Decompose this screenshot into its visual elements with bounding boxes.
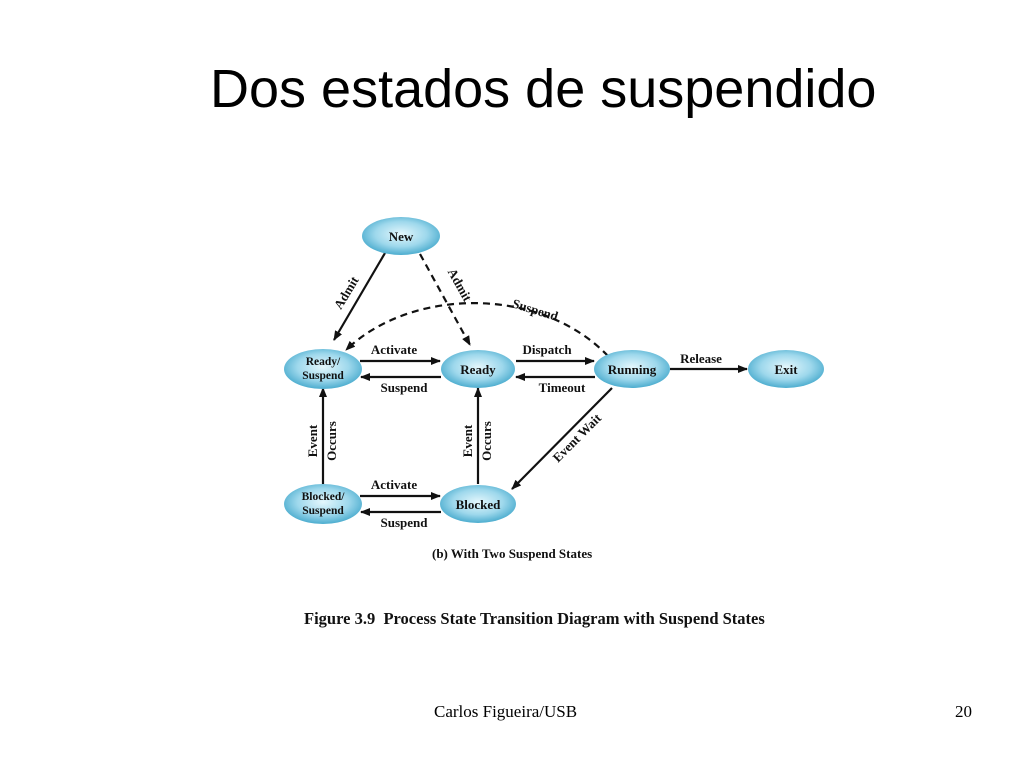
diagram-subcaption: (b) With Two Suspend States [432,546,592,561]
state-blocked: Blocked [440,485,516,523]
state-blocked-suspend-label-line2: Suspend [302,505,344,517]
label-event-occurs-left-2: Occurs [324,421,339,461]
state-new-label: New [389,229,414,244]
state-ready-label: Ready [460,362,496,377]
state-blocked-suspend: Blocked/ Suspend [284,484,362,524]
edge-admit-to-ready-suspend [333,252,386,341]
label-dispatch: Dispatch [522,342,572,357]
state-ready: Ready [441,350,515,388]
label-admit-right: Admit [445,266,476,305]
figure-caption: Figure 3.9 Process State Transition Diag… [304,609,765,628]
label-timeout: Timeout [539,380,586,395]
state-running: Running [594,350,670,388]
label-release: Release [680,351,722,366]
state-ready-suspend-label-line1: Ready/ [306,356,341,368]
state-ready-suspend-label-line2: Suspend [302,370,344,382]
footer-author: Carlos Figueira/USB [434,702,578,721]
state-ready-suspend: Ready/ Suspend [284,349,362,389]
label-event-wait: Event Wait [550,410,605,465]
edge-event-wait [511,387,613,490]
state-blocked-label: Blocked [456,497,502,512]
label-suspend-mid: Suspend [381,380,429,395]
label-admit-left: Admit [331,273,362,312]
label-suspend-bottom: Suspend [381,515,429,530]
edge-admit-to-ready [419,253,471,346]
state-exit-label: Exit [774,362,798,377]
label-activate-top: Activate [371,342,417,357]
state-new: New [362,217,440,255]
state-blocked-suspend-label-line1: Blocked/ [302,491,346,503]
page-number: 20 [955,702,972,721]
edge-suspend-running-to-ready-suspend [345,302,609,357]
label-event-occurs-mid-2: Occurs [479,421,494,461]
label-event-occurs-left-1: Event [305,424,320,457]
label-suspend-top: Suspend [511,296,561,324]
state-running-label: Running [608,362,657,377]
slide-title: Dos estados de suspendido [210,59,877,119]
state-exit: Exit [748,350,824,388]
label-activate-bottom: Activate [371,477,417,492]
label-event-occurs-mid-1: Event [460,424,475,457]
